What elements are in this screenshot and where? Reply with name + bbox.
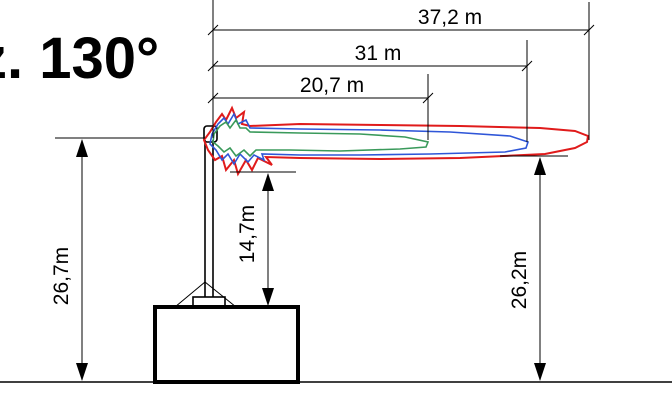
label-height-nozzle: 26,7m [50,247,73,305]
dimension-reach-red: 37,2 m [207,6,595,36]
dimension-height-bottom: 14,7m [236,173,274,306]
spray-envelope-green [212,118,430,158]
dimension-height-nozzle: 26,7m [50,139,88,381]
label-reach-green: 20,7 m [300,74,364,97]
label-height-bottom: 14,7m [236,205,259,263]
mast-mount [192,296,226,308]
label-height-end: 26,2m [508,251,531,309]
label-reach-red: 37,2 m [418,6,482,29]
base-unit [153,305,300,384]
dimension-reach-blue: 31 m [207,42,533,72]
angle-title: z. 130° [0,26,159,91]
label-reach-blue: 31 m [355,42,402,65]
dimension-height-end: 26,2m [508,157,546,381]
spray-envelope-red [202,105,590,177]
dimension-reach-green: 20,7 m [207,74,434,104]
